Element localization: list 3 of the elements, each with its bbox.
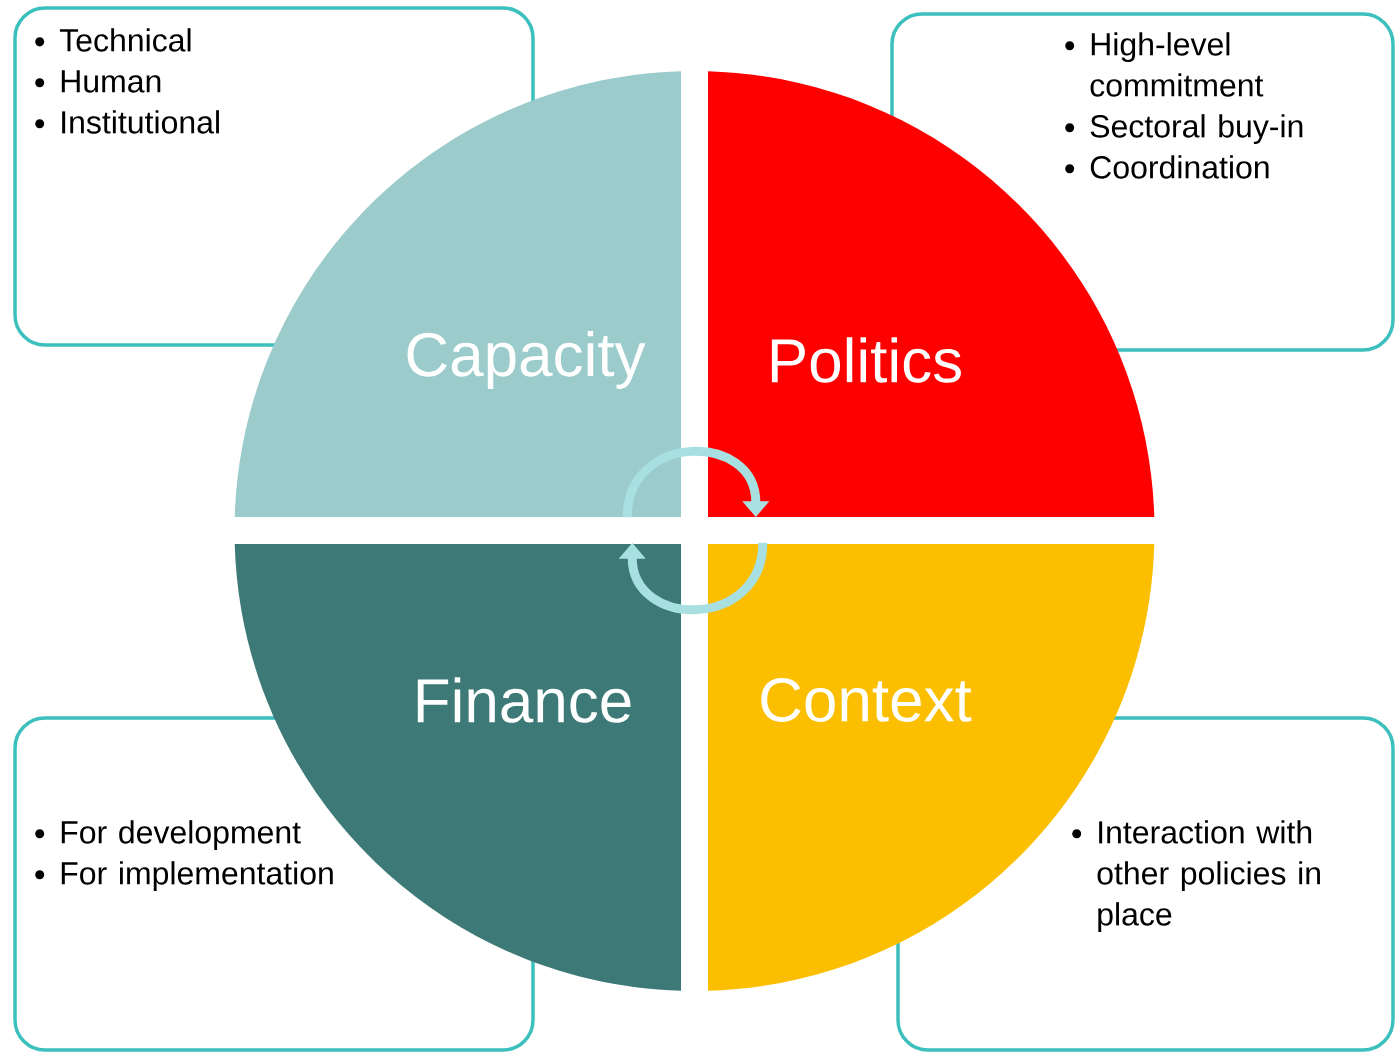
quadrant-segment: Capacity (234, 71, 681, 517)
cycle-arrow (618, 542, 768, 615)
cycle-arrow (622, 446, 770, 518)
